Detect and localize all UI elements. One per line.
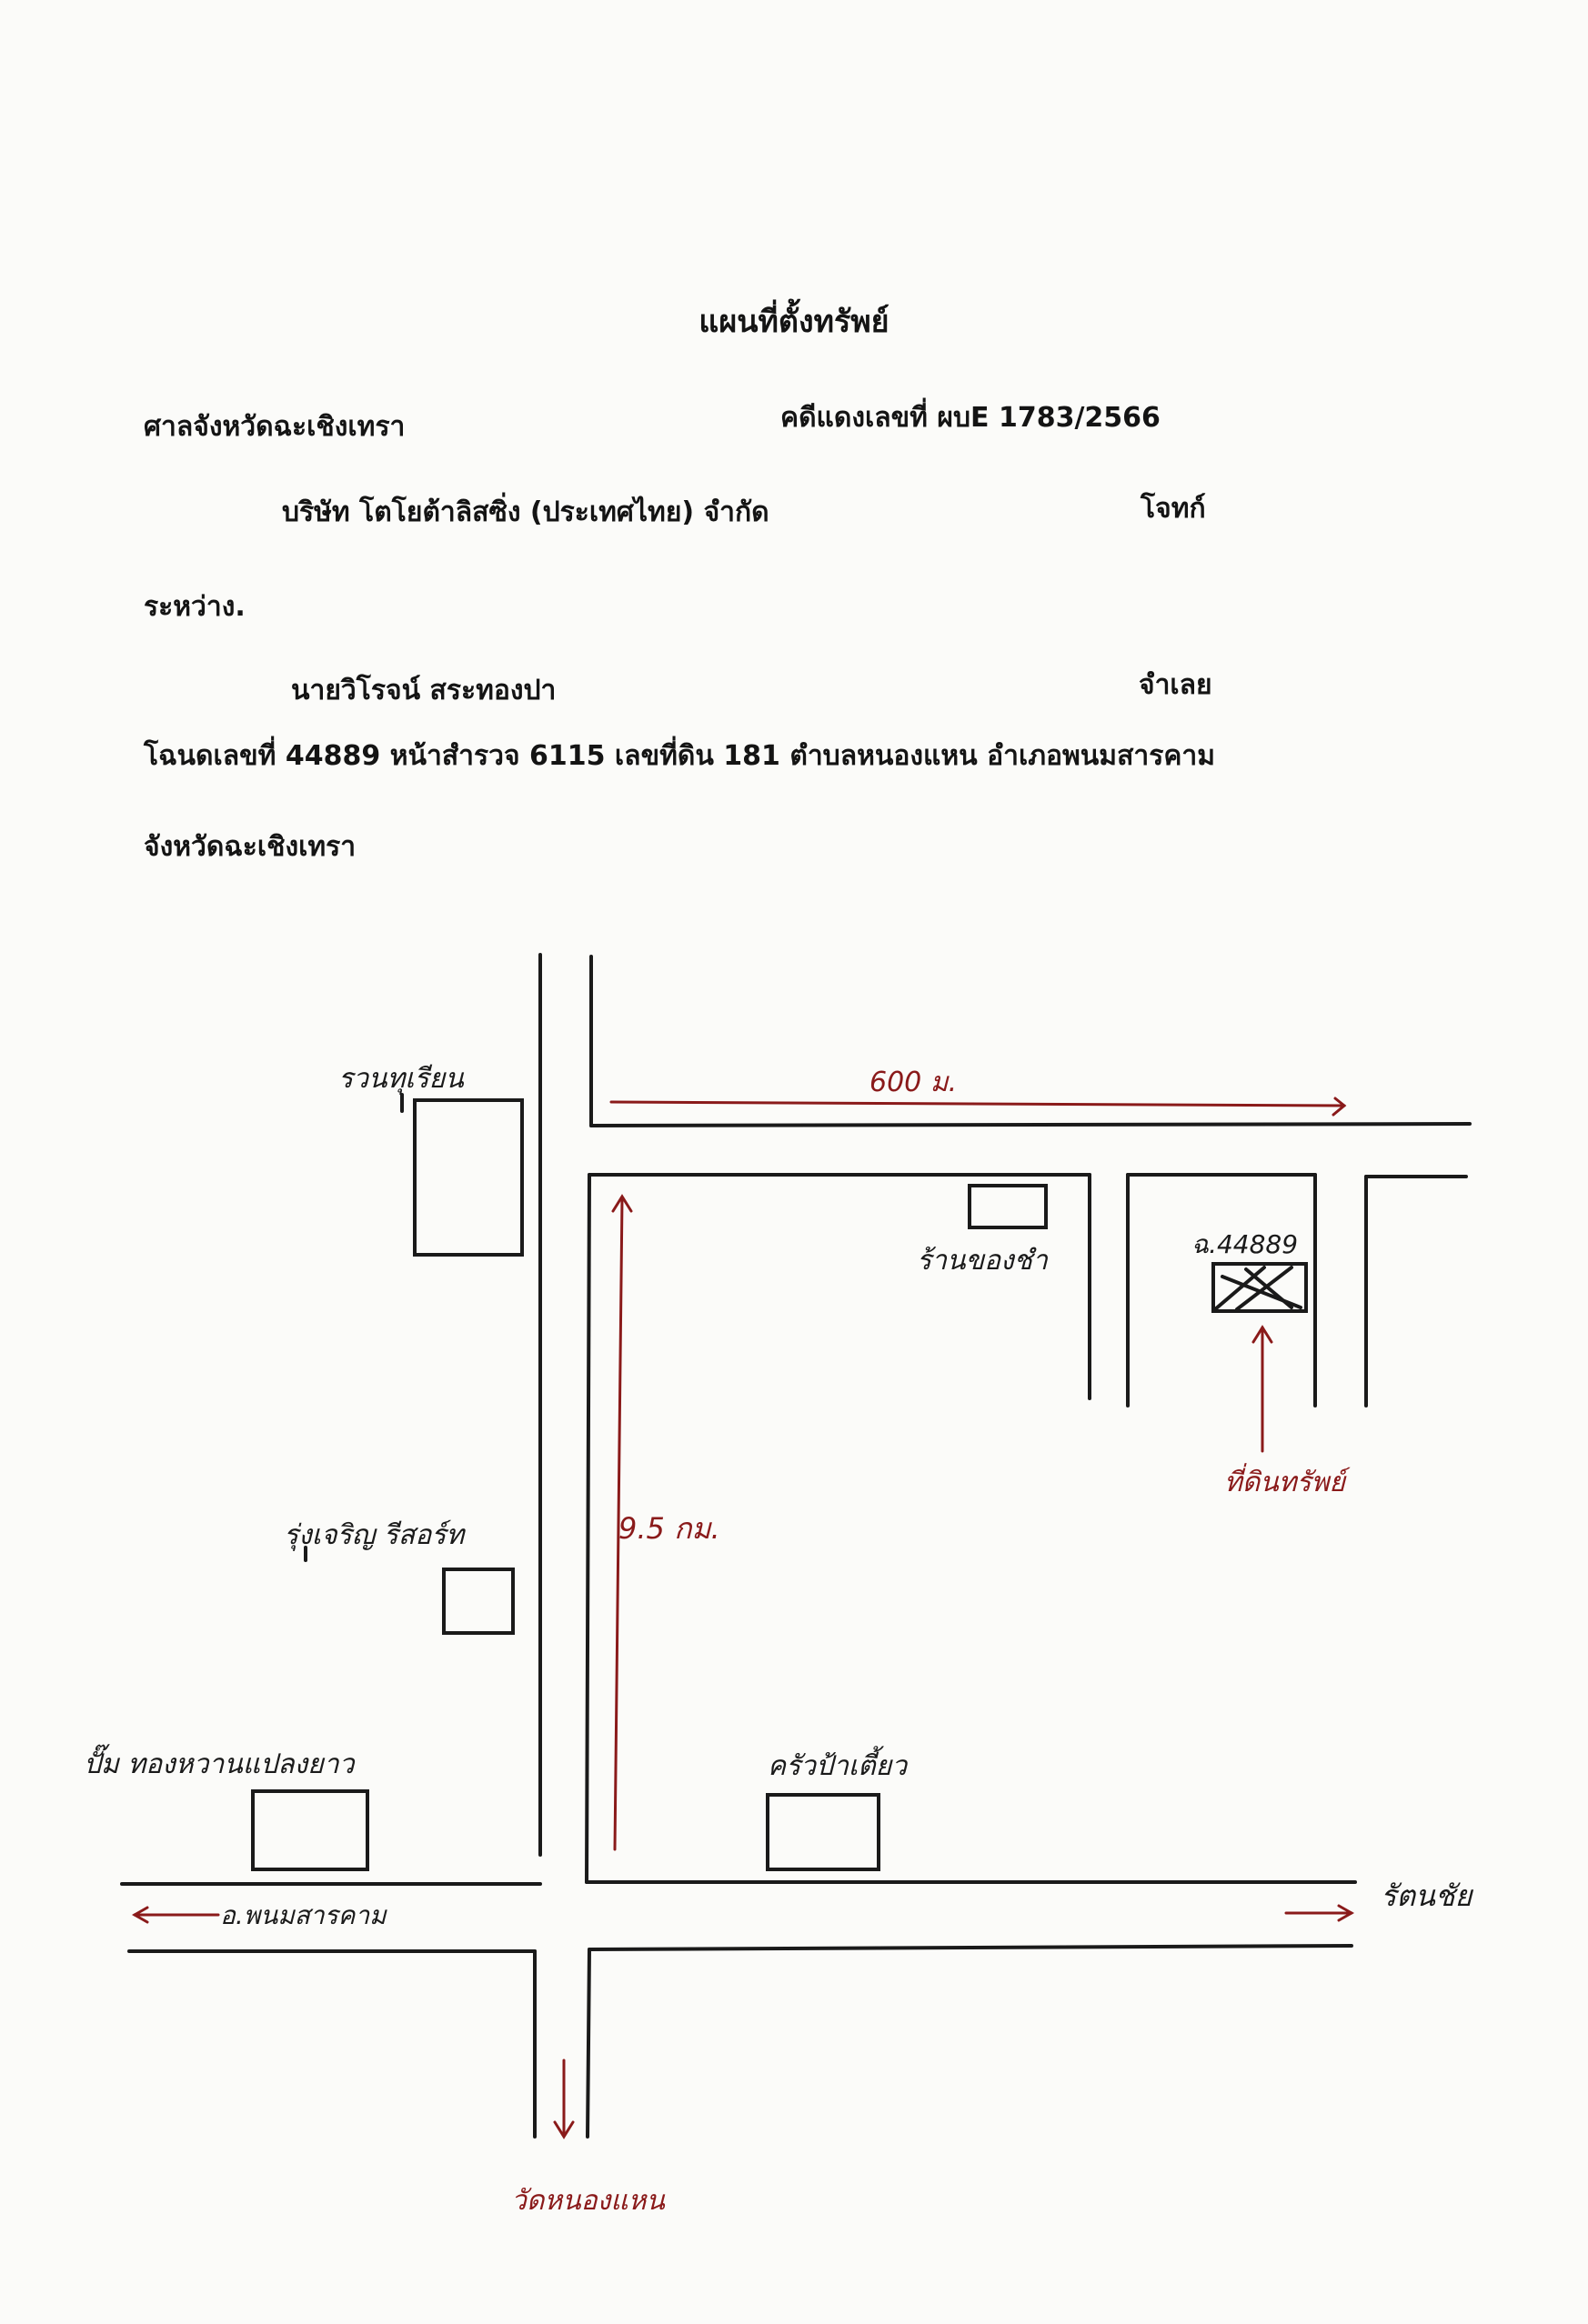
road-south-right-edge — [586, 1948, 591, 2139]
building-durian — [413, 1098, 524, 1257]
court-name: ศาลจังหวัดฉะเชิงเทรา — [144, 411, 406, 443]
arrow-head — [1251, 1325, 1273, 1344]
parcel-hatch — [1244, 1267, 1293, 1309]
label-kitchen: ครัวป้าเตี้ยว — [768, 1746, 909, 1782]
label-gas-station: ปั๊ม ทองหวานแปลงยาว — [84, 1744, 357, 1780]
label-distance-vertical: 9.5 กม. — [618, 1511, 720, 1546]
case-number: คดีแดงเลขที่ ผบE 1783/2566 — [780, 402, 1161, 434]
defendant-role: จำเลย — [1139, 669, 1212, 701]
arrow-head — [611, 1194, 633, 1213]
arrow-head — [1332, 1097, 1347, 1117]
label-road-left: อ.พนมสารคาม — [220, 1900, 387, 1930]
label-parcel-pointer: ที่ดินทรัพย์ — [1224, 1463, 1351, 1498]
plaintiff-name: บริษัท โตโยต้าลิสซิ่ง (ประเทศไทย) จำกัด — [282, 496, 769, 528]
road-bottom-lower-edge-right — [588, 1944, 1353, 1951]
label-durian: รวนทุเรียน — [338, 1063, 465, 1095]
road-main-right-edge-lower — [585, 1173, 591, 1884]
document-title: แผนที่ตั้งทรัพย์ — [699, 304, 889, 340]
parcel-hatch — [1213, 1266, 1266, 1311]
arrow-head — [131, 1906, 149, 1924]
road-top-upper-edge — [589, 1122, 1472, 1127]
label-road-right: รัตนชัย — [1381, 1878, 1474, 1913]
deed-line: โฉนดเลขที่ 44889 หน้าสำรวจ 6115 เลขที่ดิ… — [144, 740, 1216, 772]
label-resort: รุ่งเจริญ รีสอร์ท — [284, 1519, 466, 1551]
building-kitchen — [766, 1793, 880, 1871]
between-label: ระหว่าง. — [144, 591, 246, 623]
arrow-distance-vertical — [613, 1197, 624, 1851]
building-resort — [442, 1568, 515, 1635]
label-grocery: ร้านของชำ — [917, 1245, 1049, 1277]
parcel-plot — [1211, 1262, 1308, 1313]
plaintiff-role: โจทก์ — [1141, 493, 1206, 525]
province-line: จังหวัดฉะเชิงเทรา — [144, 831, 357, 863]
parcel-hatch — [1235, 1266, 1293, 1311]
arrow-distance-top — [609, 1100, 1346, 1107]
building-grocery — [968, 1184, 1048, 1229]
label-parcel: ฉ.44889 — [1191, 1229, 1298, 1259]
label-distance-top: 600 ม. — [869, 1067, 957, 1098]
defendant-name: นายวิโรจน์ สระทองปา — [291, 675, 557, 706]
label-road-south: วัดหนองแหน — [511, 2185, 666, 2217]
arrow-head — [1337, 1904, 1355, 1922]
arrow-head — [553, 2120, 575, 2139]
building-gas-station — [251, 1789, 369, 1871]
